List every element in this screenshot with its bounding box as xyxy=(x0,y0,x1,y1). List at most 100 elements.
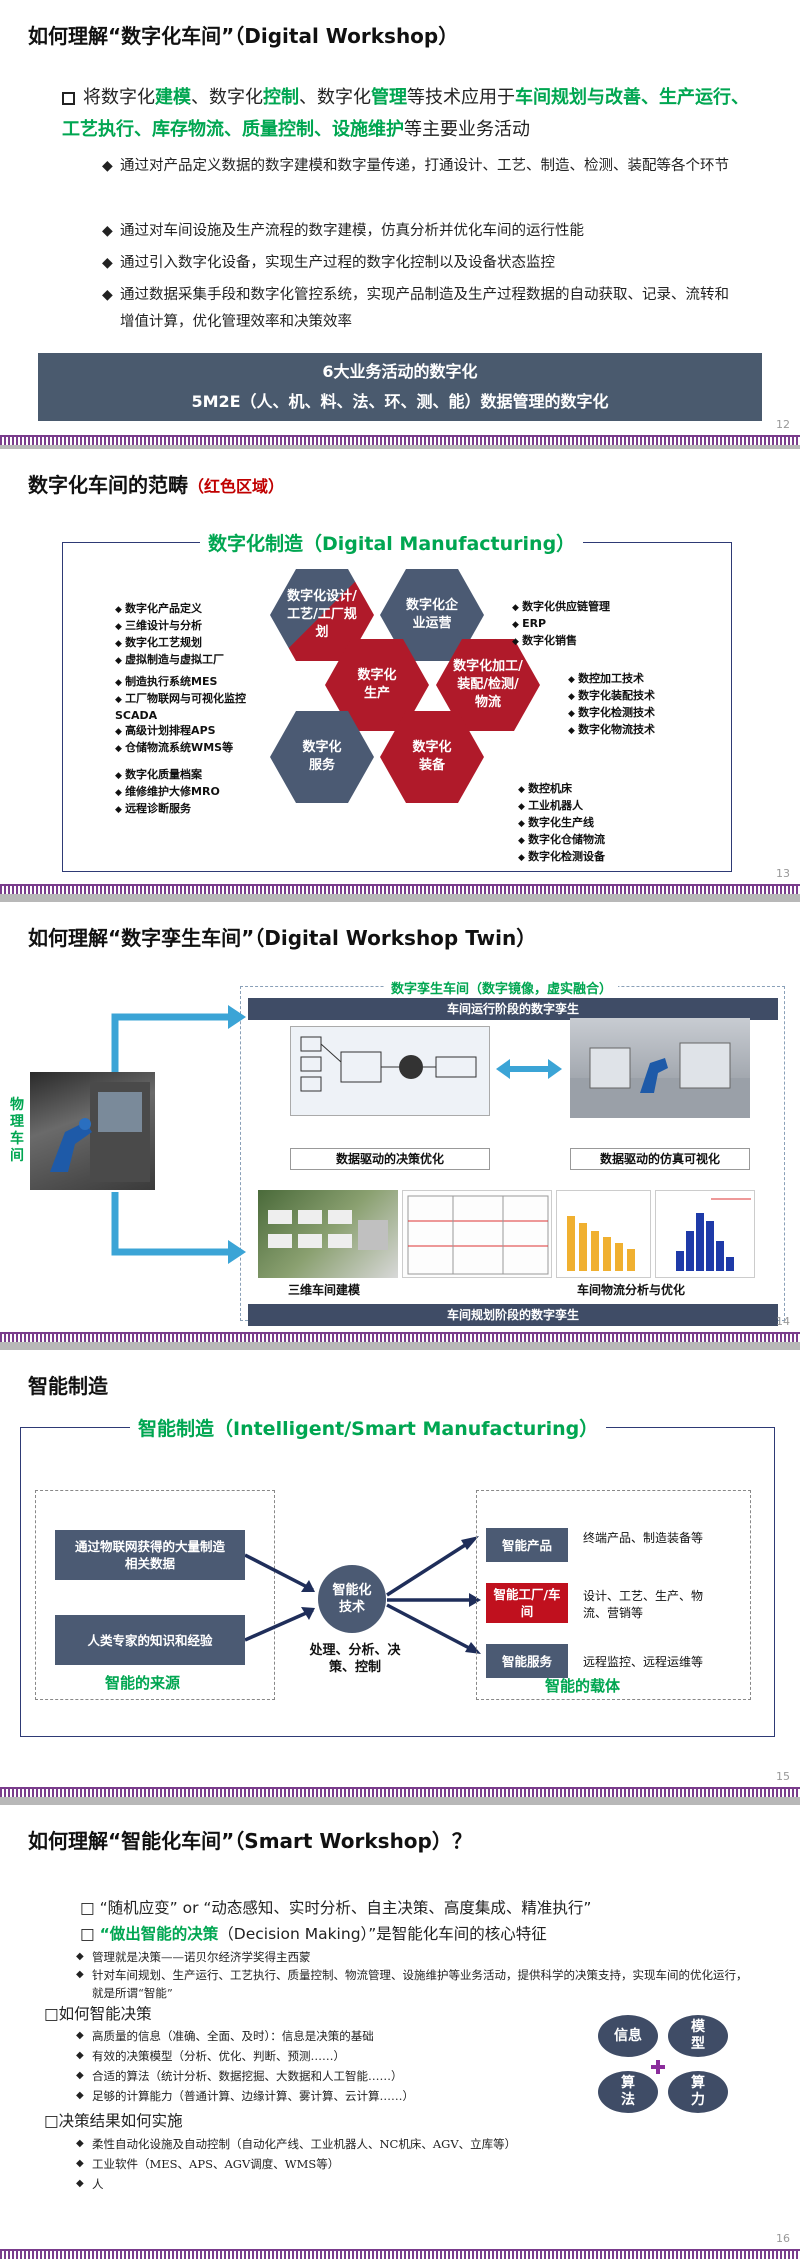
slide-title: 数字化车间的范畴（红色区域） xyxy=(28,473,285,497)
footer-stripe xyxy=(0,2251,800,2259)
page-number: 15 xyxy=(776,1770,790,1783)
lead-text: 等技术应用于 xyxy=(407,87,515,108)
plus-icon xyxy=(651,2059,665,2074)
title-note: （红色区域） xyxy=(188,477,285,496)
histogram-image xyxy=(655,1190,755,1278)
line-principle: □ “随机应变” or “动态感知、实时分析、自主决策、高度集成、精准执行” xyxy=(80,1899,592,1917)
footer-line xyxy=(0,2249,800,2251)
sub-item: 有效的决策模型（分析、优化、判断、预测……） xyxy=(76,2047,572,2065)
source-box xyxy=(35,1490,275,1700)
physical-workshop-photo xyxy=(30,1072,155,1190)
ellipse-model: 模型 xyxy=(668,2015,728,2057)
footer-line xyxy=(0,884,800,886)
3d-workshop-image xyxy=(258,1190,398,1278)
square-bullet-icon: □ xyxy=(80,1925,95,1943)
diamond-bullet-icon: ◆ xyxy=(102,158,113,174)
footer-line xyxy=(0,1787,800,1789)
decision-diagram xyxy=(290,1026,490,1116)
footer-stripe xyxy=(0,886,800,894)
lead-highlight: 车间规划与改善、生产运行、工艺执行、库存物流、质量控制、设施维护 xyxy=(62,87,749,140)
footer-line xyxy=(0,435,800,437)
lead-paragraph: 将数字化建模、数字化控制、数字化管理等技术应用于车间规划与改善、生产运行、工艺执… xyxy=(62,82,762,146)
bullet-item: ◆通过对产品定义数据的数字建模和数字量传递，打通设计、工艺、制造、检测、装配等各… xyxy=(102,153,740,180)
sync-arrows xyxy=(111,1005,246,1264)
layout-plan-icon xyxy=(407,1195,549,1275)
double-arrow-icon xyxy=(496,1059,562,1079)
bullet-item: ◆通过数据采集手段和数字化管控系统，实现产品制造及生产过程数据的自动获取、记录、… xyxy=(102,282,740,336)
footer-stripe xyxy=(0,437,800,445)
carrier-smart-product: 智能产品 xyxy=(486,1528,568,1562)
bar-chart-image xyxy=(556,1190,651,1278)
slide-title: 如何理解“数字化车间”（Digital Workshop） xyxy=(28,24,459,48)
carrier-desc-service: 远程监控、远程运维等 xyxy=(583,1655,704,1669)
carrier-smart-factory: 智能工厂/车间 xyxy=(486,1583,568,1623)
lead-highlight: 建模 xyxy=(155,87,191,108)
factory-model-icon xyxy=(268,1210,388,1250)
physical-workshop-label: 物理车间 xyxy=(10,1097,24,1164)
robot-simulation-icon xyxy=(570,1042,750,1118)
carrier-desc-factory: 设计、工艺、生产、物流、营销等 xyxy=(583,1589,704,1620)
list-right-mid: 数控加工技术数字化装配技术数字化检测技术数字化物流技术 xyxy=(568,671,655,739)
page-number: 14 xyxy=(776,1315,790,1328)
diamond-bullet-icon: ◆ xyxy=(102,223,113,239)
checkbox-bullet-icon xyxy=(62,91,75,105)
carrier-box xyxy=(476,1490,751,1700)
list-left-top: 数字化产品定义三维设计与分析数字化工艺规划虚拟制造与虚拟工厂 xyxy=(115,601,224,669)
sub-item: 柔性自动化设施及自动控制（自动化产线、工业机器人、NC机床、AGV、立库等） xyxy=(76,2135,752,2153)
source-label: 智能的来源 xyxy=(105,1674,181,1692)
list-left-bottom: 数字化质量档案维修维护大修MRO远程诊断服务 xyxy=(115,767,220,818)
list-left-mid: 制造执行系统MES工厂物联网与可视化监控SCADA高级计划排程APS仓储物流系统… xyxy=(115,674,275,757)
intelligent-tech-circle: 智能化技术 xyxy=(318,1565,386,1633)
ellipse-algorithm: 算法 xyxy=(598,2071,658,2113)
source-iot-data: 通过物联网获得的大量制造相关数据 xyxy=(55,1530,245,1580)
square-bullet-icon: □ xyxy=(80,1899,95,1917)
flow-arrows xyxy=(245,1536,481,1654)
line-core-feature: □ “做出智能的决策（Decision Making）”是智能化车间的核心特征 xyxy=(80,1925,547,1943)
caption-logistics: 车间物流分析与优化 xyxy=(556,1280,706,1300)
slide-title: 智能制造 xyxy=(28,1374,108,1398)
bullet-item: ◆通过对车间设施及生产流程的数字建模，仿真分析并优化车间的运行性能 xyxy=(102,218,740,245)
page-number: 16 xyxy=(776,2232,790,2245)
heading-how-decide: □如何智能决策 xyxy=(44,2005,152,2023)
planning-stage-bar: 车间规划阶段的数字孪生 xyxy=(248,1304,778,1326)
sub-item: 人 xyxy=(76,2175,752,2193)
footer-stripe xyxy=(0,1334,800,1342)
diamond-bullet-icon: ◆ xyxy=(102,287,113,303)
lead-text: 等主要业务活动 xyxy=(404,119,530,140)
ellipse-computing: 算力 xyxy=(668,2071,728,2113)
sub-item: 管理就是决策——诺贝尔经济学奖得主西蒙 xyxy=(76,1948,752,1966)
banner-line: 6大业务活动的数字化 xyxy=(322,362,478,381)
carrier-desc-product: 终端产品、制造装备等 xyxy=(583,1531,704,1545)
caption-decision: 数据驱动的决策优化 xyxy=(290,1148,490,1170)
page-number: 12 xyxy=(776,418,790,431)
lead-highlight: 控制 xyxy=(263,87,299,108)
slide-16: 如何理解“智能化车间”（Smart Workshop）？ □ “随机应变” or… xyxy=(0,1805,800,2259)
source-expert-knowledge: 人类专家的知识和经验 xyxy=(55,1615,245,1665)
slide-15: 智能制造 智能制造（Intelligent/Smart Manufacturin… xyxy=(0,1350,800,1797)
footer-line xyxy=(0,1332,800,1334)
sub-item: 合适的算法（统计分析、数据挖掘、大数据和人工智能……） xyxy=(76,2067,572,2085)
summary-banner: 6大业务活动的数字化 5M2E（人、机、料、法、环、测、能）数据管理的数字化 xyxy=(38,353,762,421)
carrier-smart-service: 智能服务 xyxy=(486,1644,568,1678)
diamond-bullet-icon: ◆ xyxy=(102,255,113,271)
square-bullet-icon: □ xyxy=(44,2112,59,2130)
simulation-screenshot xyxy=(570,1018,750,1118)
bullet-item: ◆通过引入数字化设备，实现生产过程的数字化控制以及设备状态监控 xyxy=(102,250,740,277)
sub-item: 针对车间规划、生产运行、工艺执行、质量控制、物流管理、设施维护等业务活动，提供科… xyxy=(76,1966,752,2002)
frame-label: 智能制造（Intelligent/Smart Manufacturing） xyxy=(130,1414,607,1441)
lead-highlight: 管理 xyxy=(371,87,407,108)
list-right-bottom: 数控机床工业机器人数字化生产线数字化仓储物流数字化检测设备 xyxy=(518,781,605,866)
carrier-label: 智能的载体 xyxy=(545,1677,621,1695)
operation-stage-bar: 车间运行阶段的数字孪生 xyxy=(248,998,778,1020)
slide-12: 如何理解“数字化车间”（Digital Workshop） 将数字化建模、数字化… xyxy=(0,0,800,445)
sub-item: 足够的计算能力（普通计算、边缘计算、雾计算、云计算……） xyxy=(76,2087,572,2105)
heading-how-implement: □决策结果如何实施 xyxy=(44,2112,183,2130)
logistics-layout-image xyxy=(402,1190,552,1278)
flow-diagram-icon xyxy=(300,1036,477,1092)
robot-photo-icon xyxy=(50,1082,150,1182)
footer-stripe xyxy=(0,1789,800,1797)
list-right-top: 数字化供应链管理ERP数字化销售 xyxy=(512,599,610,650)
sub-item: 工业软件（MES、APS、AGV调度、WMS等） xyxy=(76,2155,752,2173)
slide-13: 数字化车间的范畴（红色区域） 数字化制造（Digital Manufacturi… xyxy=(0,449,800,894)
bar-chart-icon xyxy=(567,1216,635,1271)
